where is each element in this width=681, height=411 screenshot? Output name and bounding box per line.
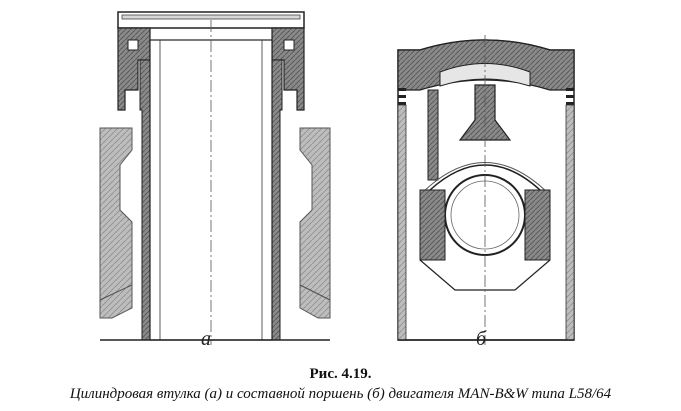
engine-block-left-lower bbox=[99, 284, 133, 319]
liner-wall-left bbox=[139, 59, 151, 341]
liner-wall-right bbox=[271, 59, 283, 341]
pin-boss-left bbox=[419, 189, 446, 261]
ring-grooves-right bbox=[566, 88, 574, 105]
piston-rod-socket bbox=[458, 84, 512, 141]
cylinder-liner-drawing bbox=[99, 11, 331, 345]
liner-collar-right bbox=[271, 27, 305, 111]
engine-block-left bbox=[99, 127, 133, 301]
liner-collar-left bbox=[117, 27, 151, 111]
oil-pipe bbox=[427, 89, 439, 181]
piston-cooling-gallery bbox=[439, 63, 531, 87]
pin-boss-right bbox=[524, 189, 551, 261]
composite-piston-drawing bbox=[397, 35, 575, 345]
ring-grooves-left bbox=[398, 88, 406, 105]
drawing-label-a: а bbox=[201, 328, 211, 350]
figure-number: Рис. 4.19. bbox=[309, 366, 372, 382]
drawing-label-b: б bbox=[476, 328, 487, 350]
engine-block-right bbox=[299, 127, 331, 301]
figure-caption: Цилиндровая втулка (а) и составной порше… bbox=[69, 386, 612, 402]
engine-block-right-lower bbox=[299, 284, 331, 319]
